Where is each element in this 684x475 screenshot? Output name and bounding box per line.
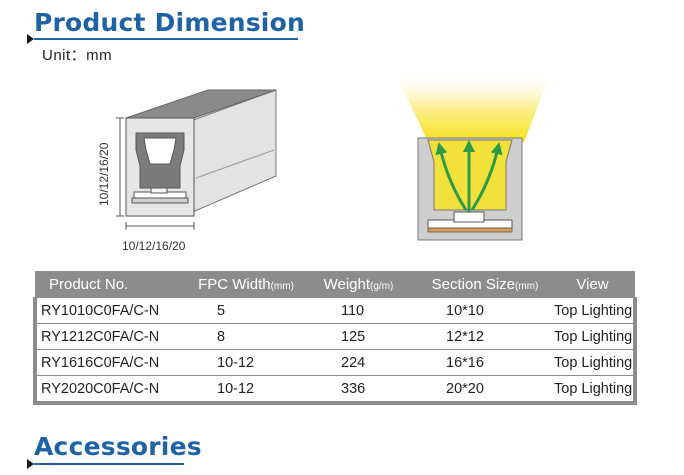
profile-led-chip [150, 187, 168, 194]
light-beam [394, 70, 552, 142]
header-product-no: Product No. [35, 271, 177, 298]
header-fpc-width: FPC Width(mm) [177, 271, 305, 298]
product-spec-table: Product No. FPC Width(mm) Weight(g/m) Se… [33, 271, 637, 405]
table-header-row: Product No. FPC Width(mm) Weight(g/m) Se… [35, 271, 635, 298]
cell-weight: 336 [305, 375, 406, 405]
cell-product-no: RY1010C0FA/C-N [33, 297, 177, 324]
title-underline [34, 38, 298, 40]
horizontal-dimension-label: 10/12/16/20 [122, 239, 186, 253]
cell-fpc-width: 10-12 [177, 349, 305, 376]
light-arrow [435, 142, 468, 211]
cell-view: Top Lighting [550, 323, 637, 350]
cell-product-no: RY1616C0FA/C-N [33, 349, 177, 376]
cell-view: Top Lighting [550, 375, 637, 405]
lighting-cross-section [394, 70, 552, 241]
bullet-marker [27, 459, 34, 469]
cell-fpc-width: 10-12 [177, 375, 305, 405]
title-underline [34, 463, 184, 465]
profile-base [131, 197, 189, 204]
profile-lens-window [143, 137, 177, 165]
cell-weight: 110 [305, 297, 406, 324]
table-row: RY2020C0FA/C-N 10-12 336 20*20 Top Light… [33, 375, 637, 405]
bullet-marker [27, 34, 34, 44]
cell-view: Top Lighting [550, 297, 637, 324]
profile-groove [195, 149, 275, 179]
cell-weight: 224 [305, 349, 406, 376]
cell-section-size: 20*20 [406, 375, 550, 405]
unit-label: Unit：mm [42, 47, 113, 64]
cell-product-no: RY2020C0FA/C-N [33, 375, 177, 405]
cell-fpc-width: 8 [177, 323, 305, 350]
vertical-dimension-label: 10/12/16/20 [97, 142, 111, 206]
light-arrow [470, 142, 503, 211]
header-section-size: Section Size(mm) [406, 271, 550, 298]
header-view: View [550, 271, 635, 298]
cell-fpc-width: 5 [177, 297, 305, 324]
housing-led-chip [453, 211, 485, 223]
cell-section-size: 12*12 [406, 323, 550, 350]
cell-view: Top Lighting [550, 349, 637, 376]
section-title-accessories: Accessories [34, 432, 202, 461]
profile-dimension-drawing: 10/12/16/20 10/12/16/20 [97, 89, 277, 253]
housing-base [427, 227, 513, 233]
cell-product-no: RY1212C0FA/C-N [33, 323, 177, 350]
header-weight: Weight(g/m) [305, 271, 406, 298]
cell-section-size: 10*10 [406, 297, 550, 324]
cell-weight: 125 [305, 323, 406, 350]
cell-section-size: 16*16 [406, 349, 550, 376]
table-row: RY1010C0FA/C-N 5 110 10*10 Top Lighting [33, 297, 637, 324]
table-row: RY1212C0FA/C-N 8 125 12*12 Top Lighting [33, 323, 637, 350]
section-title-product-dimension: Product Dimension [34, 8, 305, 37]
table-row: RY1616C0FA/C-N 10-12 224 16*16 Top Light… [33, 349, 637, 376]
